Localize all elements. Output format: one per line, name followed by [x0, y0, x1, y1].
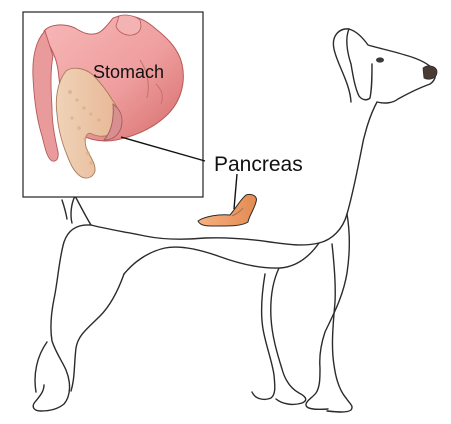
dog-tail — [70, 195, 76, 224]
pancreas-leader-line — [120, 136, 206, 162]
dog-front-leg-right — [326, 243, 353, 413]
dog-chest-front-leg-left — [305, 213, 350, 411]
dog-head-neck-back — [74, 28, 437, 246]
dog-tail-upper — [61, 199, 68, 220]
dog-hind-leg-right — [270, 267, 307, 406]
stomach-fundus — [115, 14, 142, 36]
stomach-label: Stomach — [93, 62, 165, 82]
dog-illustration — [32, 28, 437, 413]
stomach-illustration — [32, 14, 184, 179]
dog-belly — [123, 242, 320, 275]
dog-back-leg-inner — [70, 273, 125, 392]
dog-nose — [422, 65, 438, 80]
dog-pancreas-detail — [231, 207, 244, 217]
pancreas-leader-line-dog — [233, 173, 238, 210]
dog-back-leg-front-edge — [34, 341, 48, 393]
dog-back-leg-outer — [32, 224, 92, 412]
stomach-fold-2 — [155, 83, 163, 105]
stomach-left-lobe — [32, 30, 59, 162]
dog-hind-leg-left-paw — [251, 273, 276, 401]
stomach-fold-1 — [139, 59, 149, 99]
pancreas-shape — [55, 67, 120, 179]
pancreas-tail — [102, 103, 123, 141]
dog-ear — [346, 28, 373, 101]
dog-eye — [376, 57, 384, 63]
pancreas-label: Pancreas — [214, 153, 303, 176]
pancreas-texture — [68, 90, 101, 165]
dog-pancreas — [197, 193, 257, 227]
